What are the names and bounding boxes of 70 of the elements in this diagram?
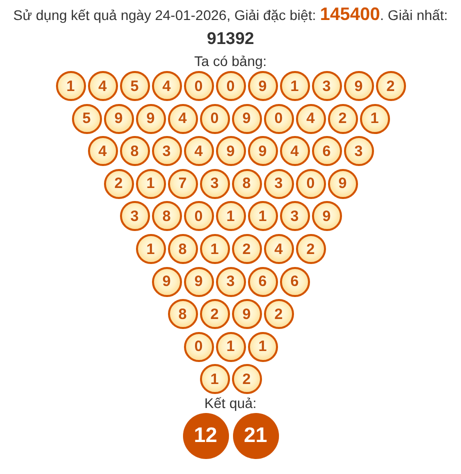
number-ball: 2: [264, 299, 294, 330]
number-ball: 9: [344, 71, 374, 101]
number-ball: 0: [264, 104, 294, 134]
number-ball: 5: [120, 71, 150, 101]
number-ball: 0: [184, 201, 214, 232]
number-ball: 9: [136, 104, 166, 134]
number-ball: 3: [152, 136, 182, 166]
number-ball: 4: [296, 104, 326, 134]
number-ball: 3: [120, 201, 150, 232]
number-ball: 1: [280, 71, 310, 101]
number-ball: 1: [136, 234, 166, 264]
number-ball: 1: [200, 234, 230, 264]
number-ball: 9: [104, 104, 134, 134]
number-ball: 2: [104, 168, 134, 199]
number-ball: 8: [232, 168, 262, 199]
number-ball: 4: [152, 71, 182, 101]
number-ball: 8: [168, 234, 198, 264]
number-ball: 8: [168, 299, 198, 330]
number-ball: 3: [216, 266, 246, 297]
number-ball: 9: [232, 299, 262, 330]
number-ball: 1: [200, 364, 230, 394]
number-ball: 9: [184, 266, 214, 297]
number-ball: 7: [168, 168, 198, 199]
number-ball: 2: [232, 234, 262, 264]
number-ball: 3: [200, 168, 230, 199]
number-ball: 2: [232, 364, 262, 394]
number-ball: 2: [296, 234, 326, 264]
number-ball: 0: [184, 71, 214, 101]
number-ball: 9: [232, 104, 262, 134]
number-ball: 0: [184, 332, 214, 362]
number-ball: 1: [248, 201, 278, 232]
number-ball: 6: [280, 266, 310, 297]
number-ball: 1: [216, 201, 246, 232]
result-ball: 21: [232, 413, 278, 459]
number-ball: 4: [264, 234, 294, 264]
number-ball: 8: [120, 136, 150, 166]
number-ball: 4: [88, 71, 118, 101]
number-ball: 9: [248, 136, 278, 166]
number-ball: 9: [152, 266, 182, 297]
number-ball: 9: [248, 71, 278, 101]
number-ball: 4: [184, 136, 214, 166]
number-ball: 6: [248, 266, 278, 297]
number-ball: 2: [200, 299, 230, 330]
number-ball: 3: [264, 168, 294, 199]
number-ball: 1: [56, 71, 86, 101]
number-ball: 0: [296, 168, 326, 199]
section-label: Kết quả:: [203, 394, 258, 412]
section-label: Ta có bảng:: [193, 52, 268, 70]
number-ball: 2: [376, 71, 406, 101]
number-ball: 1: [248, 332, 278, 362]
number-ball: 3: [280, 201, 310, 232]
number-ball: 3: [312, 71, 342, 101]
number-ball: 1: [360, 104, 390, 134]
number-ball: 3: [344, 136, 374, 166]
number-ball: 0: [200, 104, 230, 134]
number-ball: 5: [72, 104, 102, 134]
number-ball: 4: [88, 136, 118, 166]
number-ball: 0: [216, 71, 246, 101]
number-ball: 4: [168, 104, 198, 134]
number-ball: 8: [152, 201, 182, 232]
result-ball: 12: [182, 413, 228, 459]
number-ball: 2: [328, 104, 358, 134]
number-ball: 1: [216, 332, 246, 362]
title-text: Sử dụng kết quả ngày 24-01-2026, Giải đặc biệt: 145400. Giải nhất: 91392: [12, 3, 449, 50]
number-ball: 9: [312, 201, 342, 232]
number-ball: 9: [216, 136, 246, 166]
number-ball: 4: [280, 136, 310, 166]
number-ball: 9: [328, 168, 358, 199]
number-ball: 6: [312, 136, 342, 166]
number-ball: 1: [136, 168, 166, 199]
